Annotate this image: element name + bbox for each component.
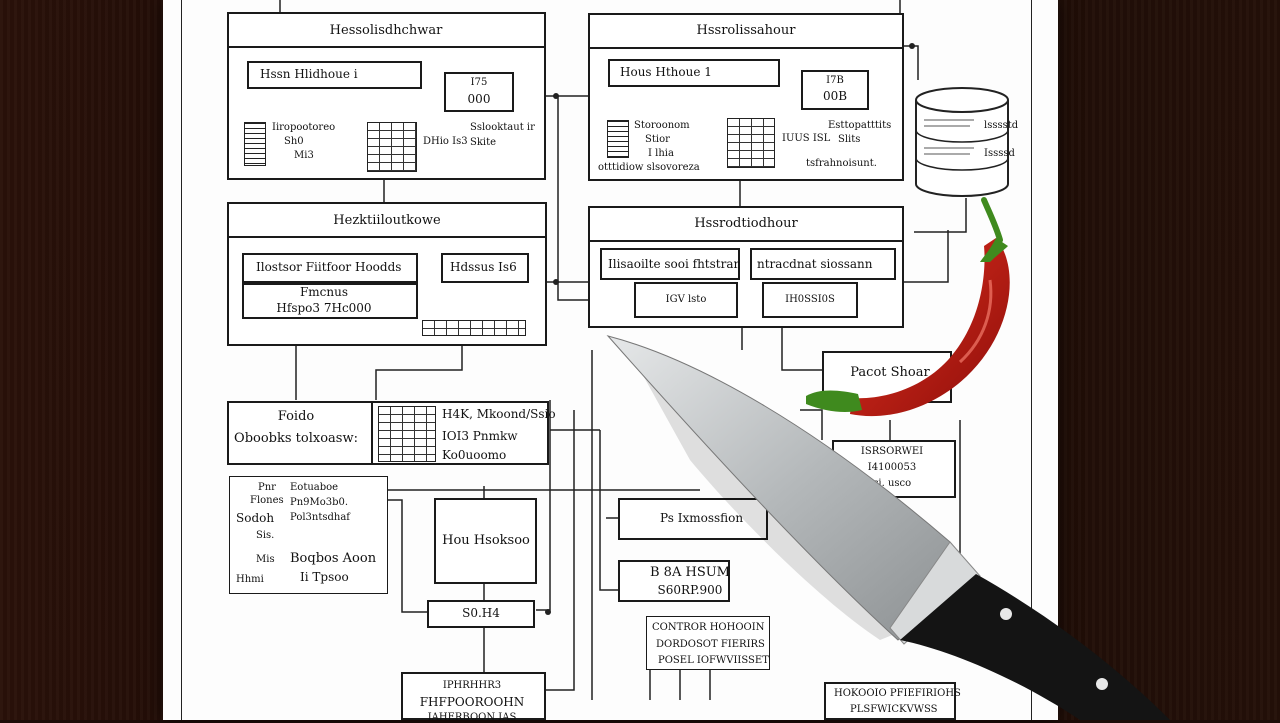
left-row3-e: Ko0uoomo xyxy=(442,448,507,462)
left-row3-grid-icon xyxy=(378,406,436,462)
top-right-field: Hous Hthoue 1 xyxy=(620,65,712,79)
top-right-box-a: I7B xyxy=(826,75,844,86)
bottom-c: IAHERBOON IAS xyxy=(427,712,517,723)
left-row4-line-a: Pnr xyxy=(258,482,276,493)
top-left-header xyxy=(227,12,546,48)
left-row4-block xyxy=(229,476,388,594)
top-left-box-a: I75 xyxy=(470,77,488,88)
lower-mid-a: Ps Ixmossfion xyxy=(660,511,744,525)
top-right-title: Hssrolissahour xyxy=(696,23,796,38)
mid-left-header xyxy=(227,202,547,238)
top-left-field-box xyxy=(247,61,422,89)
right-col-f: PLSFWICKVWSS xyxy=(850,704,938,715)
top-left-list-line: Iiropootoreo xyxy=(272,122,336,133)
top-left-right-line: Skite xyxy=(470,137,497,148)
mid-left-grid-icon xyxy=(422,320,526,336)
top-left-value-box xyxy=(444,72,514,112)
top-left-mid: DHio Is3 xyxy=(423,136,468,147)
right-col-a: Pacot Shoar xyxy=(850,365,930,380)
left-row4-line-b: Pn9Mo3b0. xyxy=(290,497,349,508)
right-col-d: ci. usco xyxy=(872,478,912,489)
left-row3-a: Foido xyxy=(277,409,315,424)
lower-mid-b: B 8A HSUM xyxy=(650,565,730,580)
mid-right-field-b: ntracdnat siossann xyxy=(757,257,873,271)
top-left-field: Hssn Hlidhoue i xyxy=(260,67,358,81)
bottom-a: IPHRHHR3 xyxy=(442,680,502,691)
database-line: Issssd xyxy=(984,148,1015,159)
mid-left-field-a: Ilostsor Fiitfoor Hoodds xyxy=(256,260,402,274)
top-right-list-line: Stior xyxy=(645,134,670,145)
lower-mid-e: DORDOSOT FIERIRS xyxy=(656,639,765,650)
top-right-list-line: I lhia xyxy=(648,148,674,159)
database-line: lsssstd xyxy=(984,120,1019,131)
margin-line-left xyxy=(181,0,182,720)
right-col-c: I4100053 xyxy=(867,462,917,473)
lower-mid-c: S60RP.900 xyxy=(657,583,723,597)
mid-left-field-cd-box xyxy=(242,283,418,319)
top-right-list-line: Storoonom xyxy=(634,120,690,131)
left-row4-line-b: Boqbos Aoon xyxy=(290,551,377,566)
top-left-list-line: Mi3 xyxy=(294,150,314,161)
lower-mid-d: CONTROR HOHOOIN xyxy=(652,622,765,633)
mid-right-field-d: IH0SSI0S xyxy=(785,294,835,305)
mid-right-field-c-box xyxy=(634,282,738,318)
top-left-title: Hessolisdhchwar xyxy=(329,23,443,38)
mid-right-field-a: Ilisaoilte sooi fhtstrar xyxy=(608,257,740,271)
left-row4-line-a: Sis. xyxy=(256,530,275,541)
left-row4-line-b: Pol3ntsdhaf xyxy=(290,512,350,523)
top-right-note: tsfrahnoisunt. xyxy=(806,158,877,169)
left-row4-process-box xyxy=(434,498,537,584)
left-row3-c: H4K, Mkoond/Ssio xyxy=(442,407,556,421)
top-right-right-line: Slits xyxy=(838,134,861,145)
mid-left-field-d: Hfspo3 7Hc000 xyxy=(276,301,372,315)
top-left-box-b: 000 xyxy=(467,92,491,106)
left-row3-d: IOI3 Pnmkw xyxy=(442,429,518,443)
top-right-grid-icon xyxy=(727,118,775,168)
left-row4-line-a: Mis xyxy=(256,554,275,565)
mid-left-title: Hezktiiloutkowe xyxy=(333,213,441,228)
mid-right-header xyxy=(588,206,904,242)
mid-left-field-a-box xyxy=(242,253,418,283)
top-left-grid-icon xyxy=(367,122,417,172)
bottom-b: FHFPOOROOHN xyxy=(419,695,525,709)
top-right-value-box xyxy=(801,70,869,110)
mid-right-field-d-box xyxy=(762,282,858,318)
left-row4-line-a: Hhmi xyxy=(236,574,264,585)
mid-left-field-c: Fmcnus xyxy=(299,285,349,299)
left-row3-b: Oboobks tolxoasw: xyxy=(234,431,358,446)
bottom-block xyxy=(401,672,546,720)
top-left-list-icon xyxy=(244,122,266,166)
left-row3-label-cell xyxy=(227,401,373,465)
top-right-list-icon xyxy=(607,120,629,158)
left-row4-small-box xyxy=(427,600,535,628)
left-row4-small: S0.H4 xyxy=(462,606,500,620)
top-right-mid: IUUS ISL xyxy=(782,133,831,144)
right-col-b: ISRSORWEI xyxy=(860,446,924,457)
left-row4-line-b: Eotuaboe xyxy=(290,482,339,493)
mid-right-title: Hssrodtiodhour xyxy=(694,216,798,231)
database-icon xyxy=(914,86,1010,198)
top-right-right-line: Esttopatttits xyxy=(828,120,892,131)
top-right-box-b: 00B xyxy=(822,89,848,103)
mid-right-field-a-box xyxy=(600,248,740,280)
mid-right-field-c: IGV lsto xyxy=(665,294,707,305)
lower-mid-f: POSEL IOFWVIISSET xyxy=(658,655,769,666)
right-col-e: HOKOOIO PFIEFIRIOHS xyxy=(834,688,961,699)
mid-left-field-b-box xyxy=(441,253,529,283)
left-row4-line-a: Flones xyxy=(250,495,284,506)
top-right-footer: otttidiow slsovoreza xyxy=(598,162,700,173)
top-right-field-box xyxy=(608,59,780,87)
top-left-list-line: Sh0 xyxy=(284,136,304,147)
left-row4-line-a: Sodoh xyxy=(236,511,275,525)
top-left-right-line: Sslooktaut ir xyxy=(470,122,535,133)
margin-line-right xyxy=(1031,0,1032,720)
mid-left-field-b: Hdssus Is6 xyxy=(450,260,517,274)
top-right-header xyxy=(588,13,904,49)
left-row4-line-b: Ii Tpsoo xyxy=(300,570,349,584)
left-row4-box: Hou Hsoksoo xyxy=(442,533,530,548)
